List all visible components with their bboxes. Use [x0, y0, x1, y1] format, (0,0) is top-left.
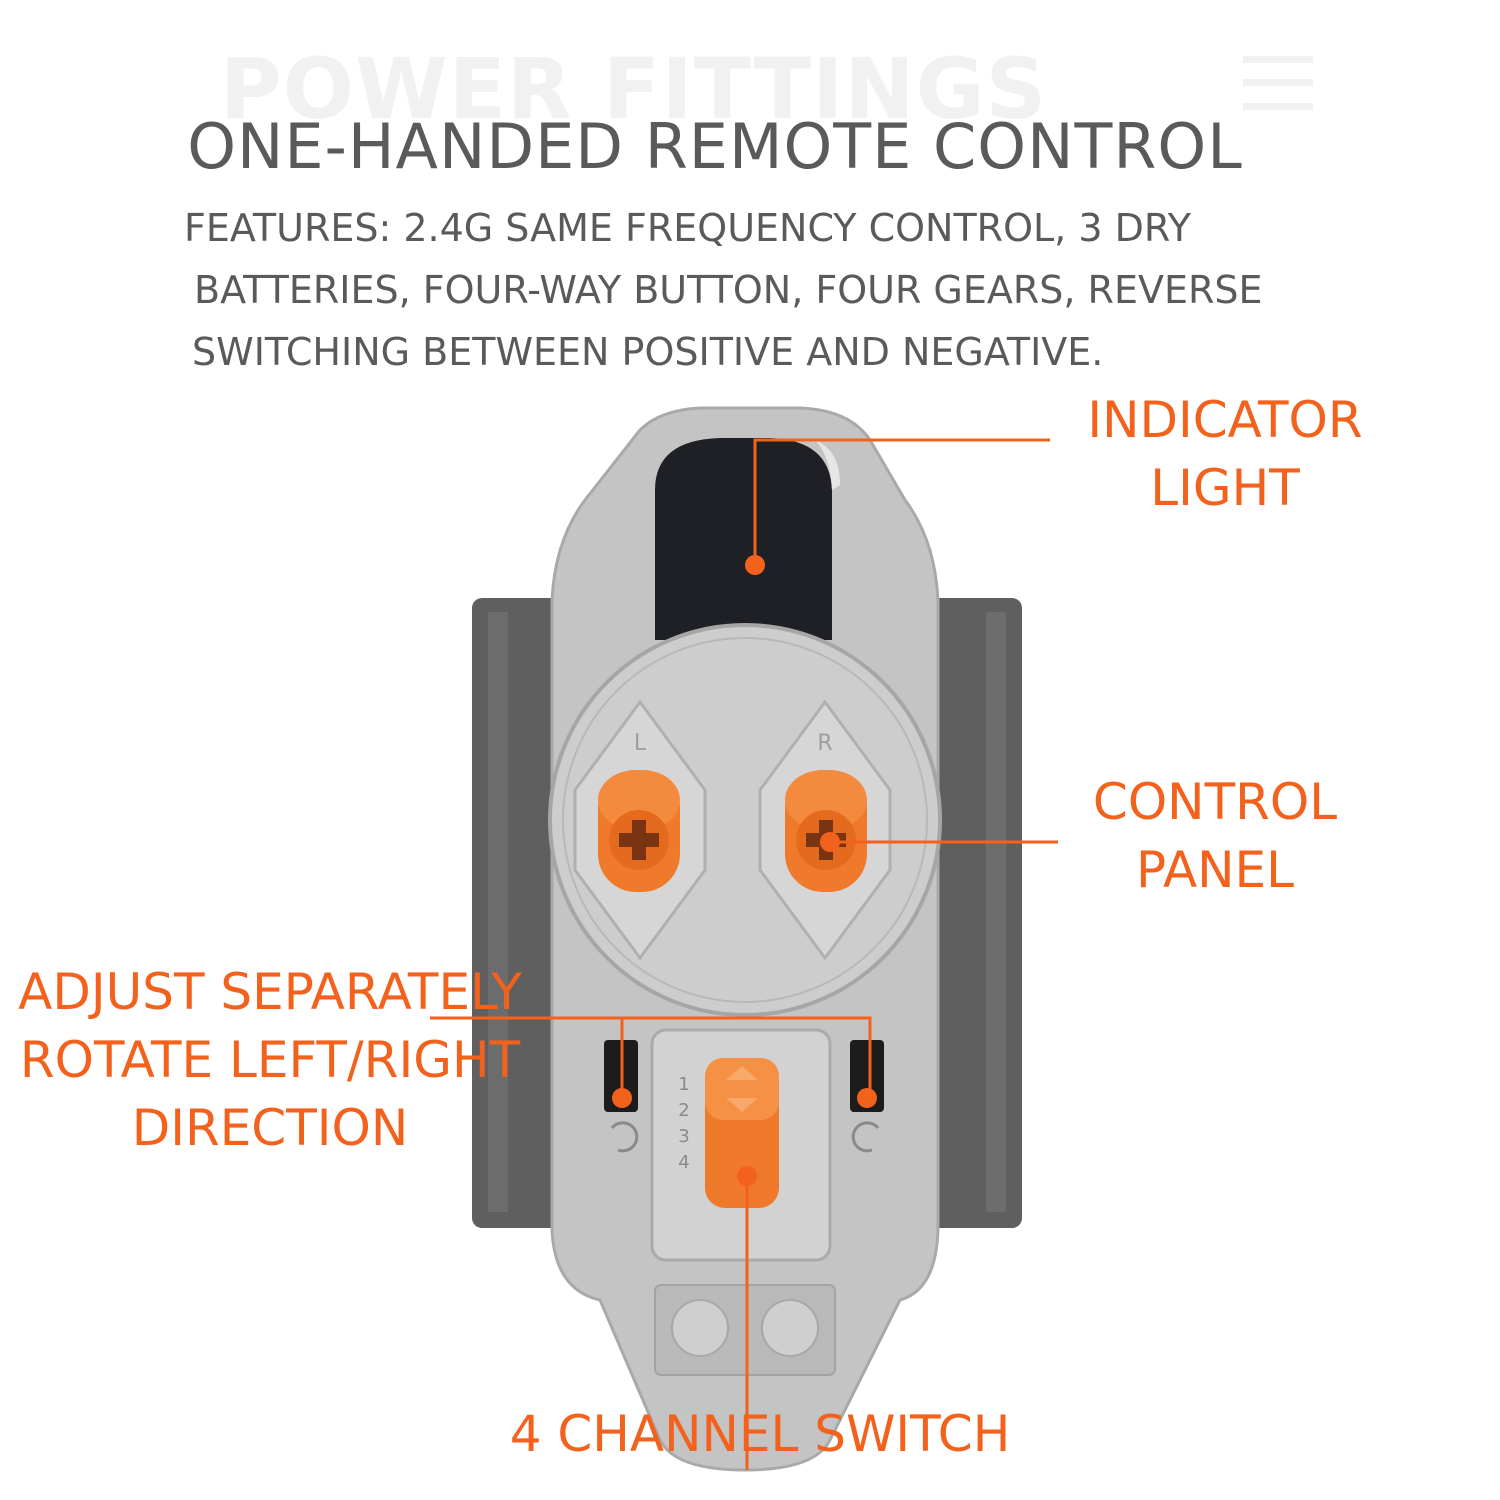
watermark-text: POWER FITTINGS	[220, 40, 1048, 138]
callout-dots	[612, 555, 877, 1186]
callout-adjust-line-1: ADJUST SEPARATELY	[18, 963, 522, 1021]
features-line-3: SWITCHING BETWEEN POSITIVE AND NEGATIVE.	[192, 330, 1104, 374]
menu-icon[interactable]	[1243, 56, 1313, 110]
up-arrow-icon	[726, 1066, 758, 1080]
callout-control-line-1: CONTROL	[1092, 773, 1338, 831]
page-title: ONE-HANDED REMOTE CONTROL	[187, 110, 1243, 183]
gear-number-2: 2	[678, 1100, 689, 1121]
callout-control-line-2: PANEL	[1135, 841, 1294, 899]
callout-channel-switch: 4 CHANNEL SWITCH	[509, 1405, 1011, 1463]
indicator-light	[655, 438, 832, 640]
rotate-cw-icon	[851, 1121, 880, 1153]
gear-number-1: 1	[678, 1074, 689, 1095]
callout-indicator-light: INDICATOR LIGHT	[1030, 386, 1420, 522]
stud	[671, 1299, 729, 1357]
stud	[761, 1299, 819, 1357]
left-joystick-knob[interactable]	[598, 770, 680, 892]
callout-indicator-line-2: LIGHT	[1150, 459, 1300, 517]
right-label: R	[817, 731, 832, 756]
callout-lines	[430, 438, 1058, 1470]
callout-indicator-line-1: INDICATOR	[1087, 391, 1363, 449]
right-joystick-knob[interactable]	[785, 770, 867, 892]
rotate-ccw-icon	[610, 1121, 639, 1153]
gear-number-3: 3	[678, 1126, 689, 1147]
callout-adjust-line-2: ROTATE LEFT/RIGHT	[19, 1031, 521, 1089]
left-label: L	[634, 731, 647, 756]
callout-control-panel: CONTROL PANEL	[1030, 768, 1400, 904]
channel-switch-slider[interactable]	[705, 1058, 779, 1208]
callout-adjust-line-3: DIRECTION	[131, 1099, 409, 1157]
features-line-2: BATTERIES, FOUR-WAY BUTTON, FOUR GEARS, …	[194, 268, 1263, 312]
features-line-1: FEATURES: 2.4G SAME FREQUENCY CONTROL, 3…	[184, 206, 1192, 250]
down-arrow-icon	[726, 1098, 758, 1112]
callout-adjust-direction: ADJUST SEPARATELY ROTATE LEFT/RIGHT DIRE…	[0, 958, 540, 1162]
gear-number-4: 4	[678, 1152, 689, 1173]
